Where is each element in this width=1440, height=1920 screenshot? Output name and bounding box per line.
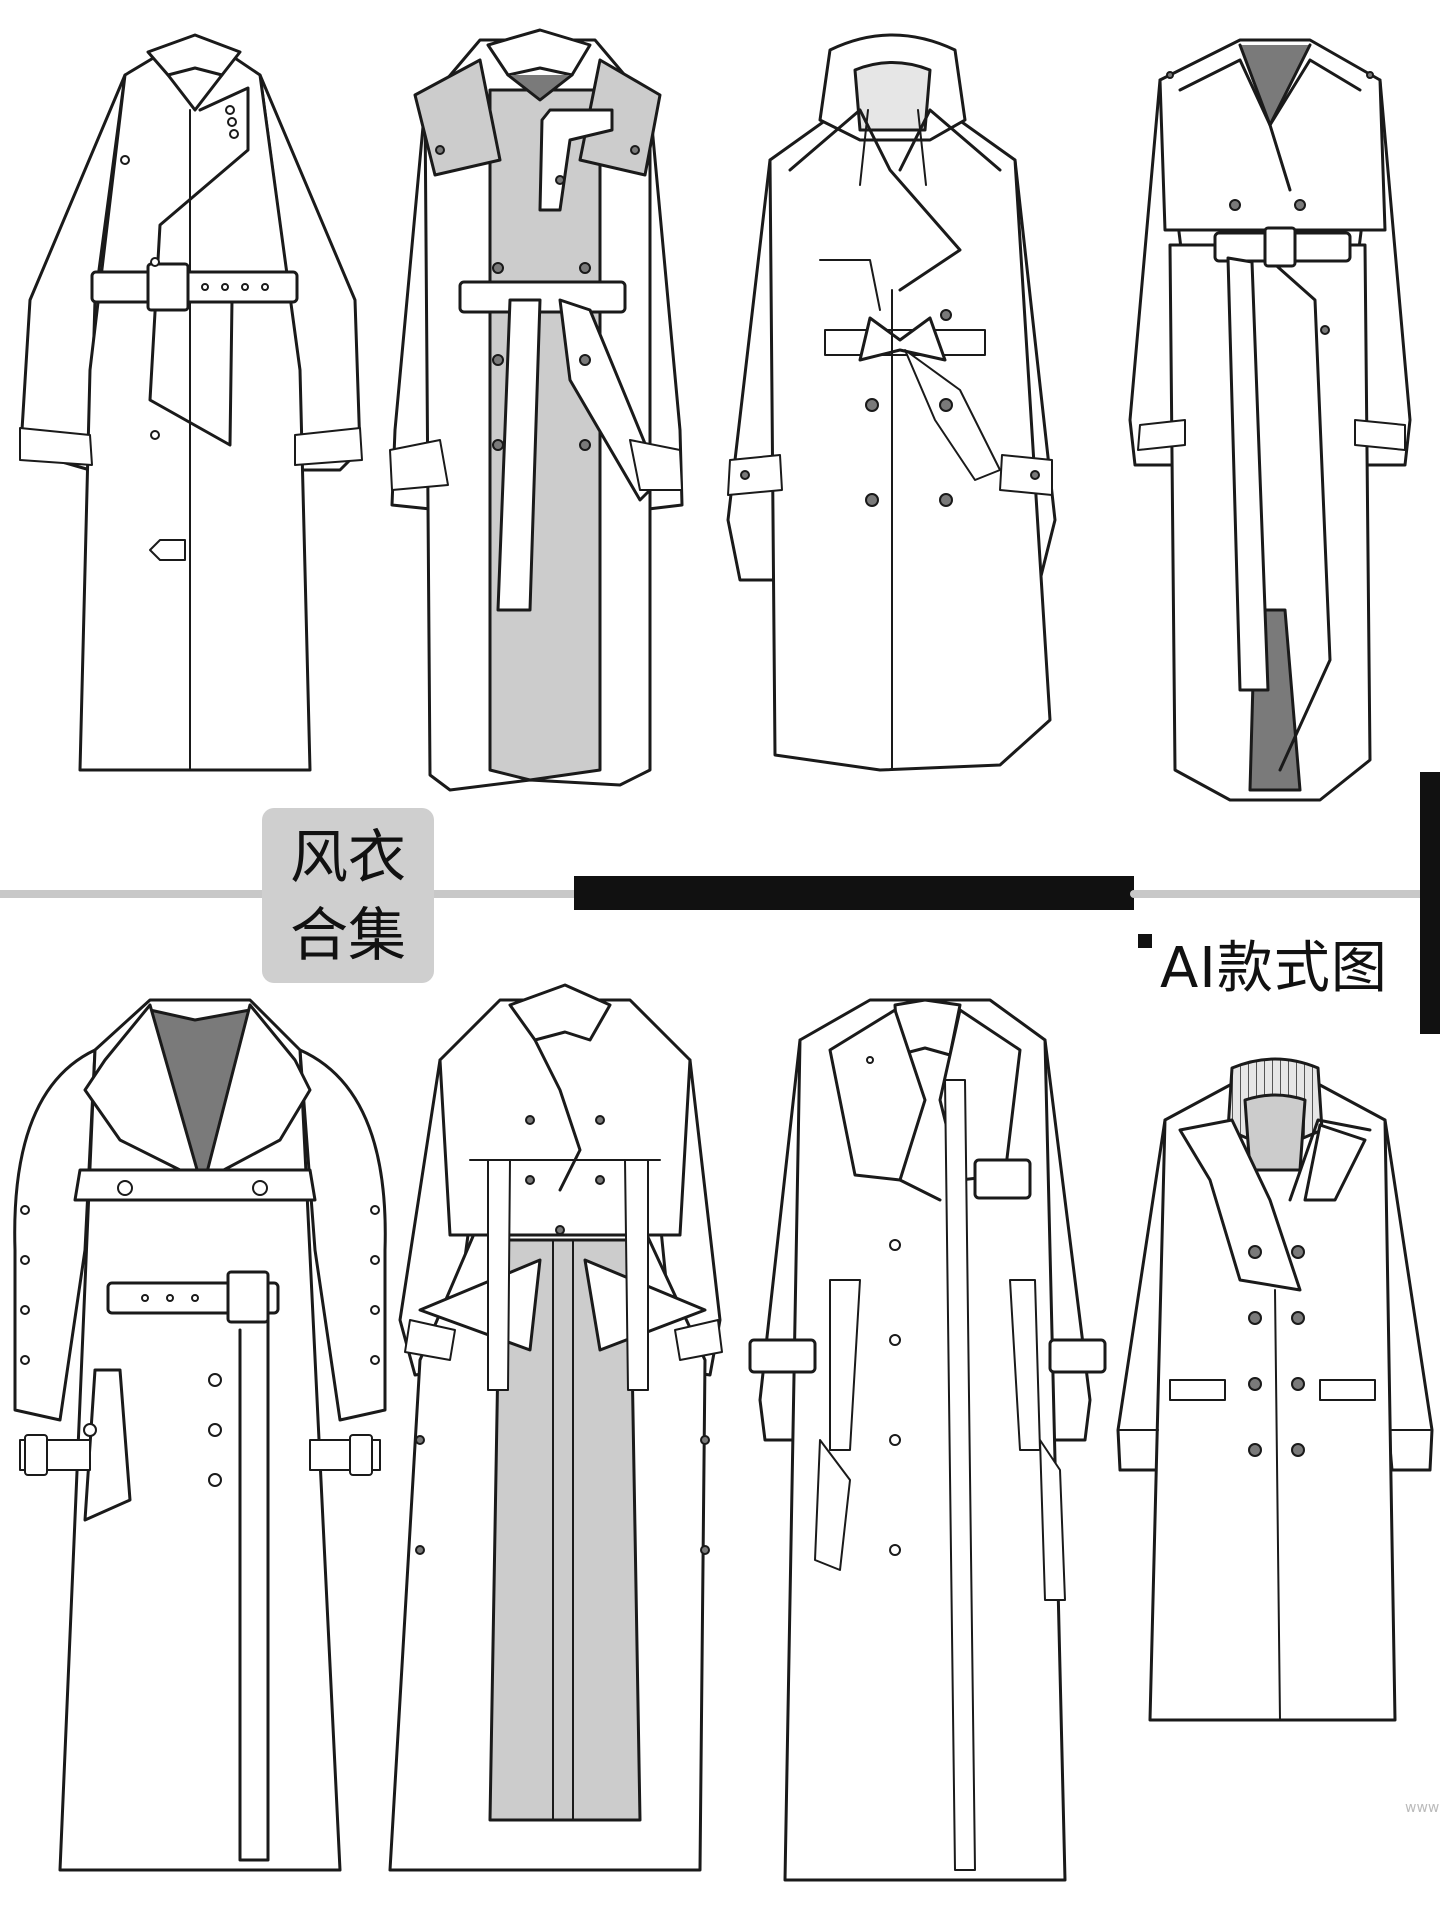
divider-rules — [0, 772, 1440, 1034]
subtitle-text: AI款式图 — [1160, 935, 1388, 1001]
watermark: www — [1405, 1800, 1440, 1816]
subtitle: AI款式图 — [1138, 918, 1388, 1008]
garment-strapped-long-trench — [748, 998, 1107, 1882]
garment-belted-raglan-trench — [19, 33, 363, 772]
title-line-1: 风衣 — [289, 822, 406, 891]
collection-title-badge: 风衣 合集 — [262, 808, 434, 983]
garment-hooded-double-breasted-trench — [726, 33, 1057, 772]
garment-cropped-layered-trench — [1128, 38, 1412, 802]
garment-puff-sleeve-belted-trench — [13, 998, 387, 1872]
garment-two-tone-belted-trench — [389, 28, 684, 792]
title-line-2: 合集 — [289, 900, 406, 969]
garment-knit-collar-overcoat — [1116, 1057, 1434, 1722]
square-bullet-icon — [1138, 934, 1152, 948]
garment-deconstructed-vest-trench — [388, 983, 723, 1872]
